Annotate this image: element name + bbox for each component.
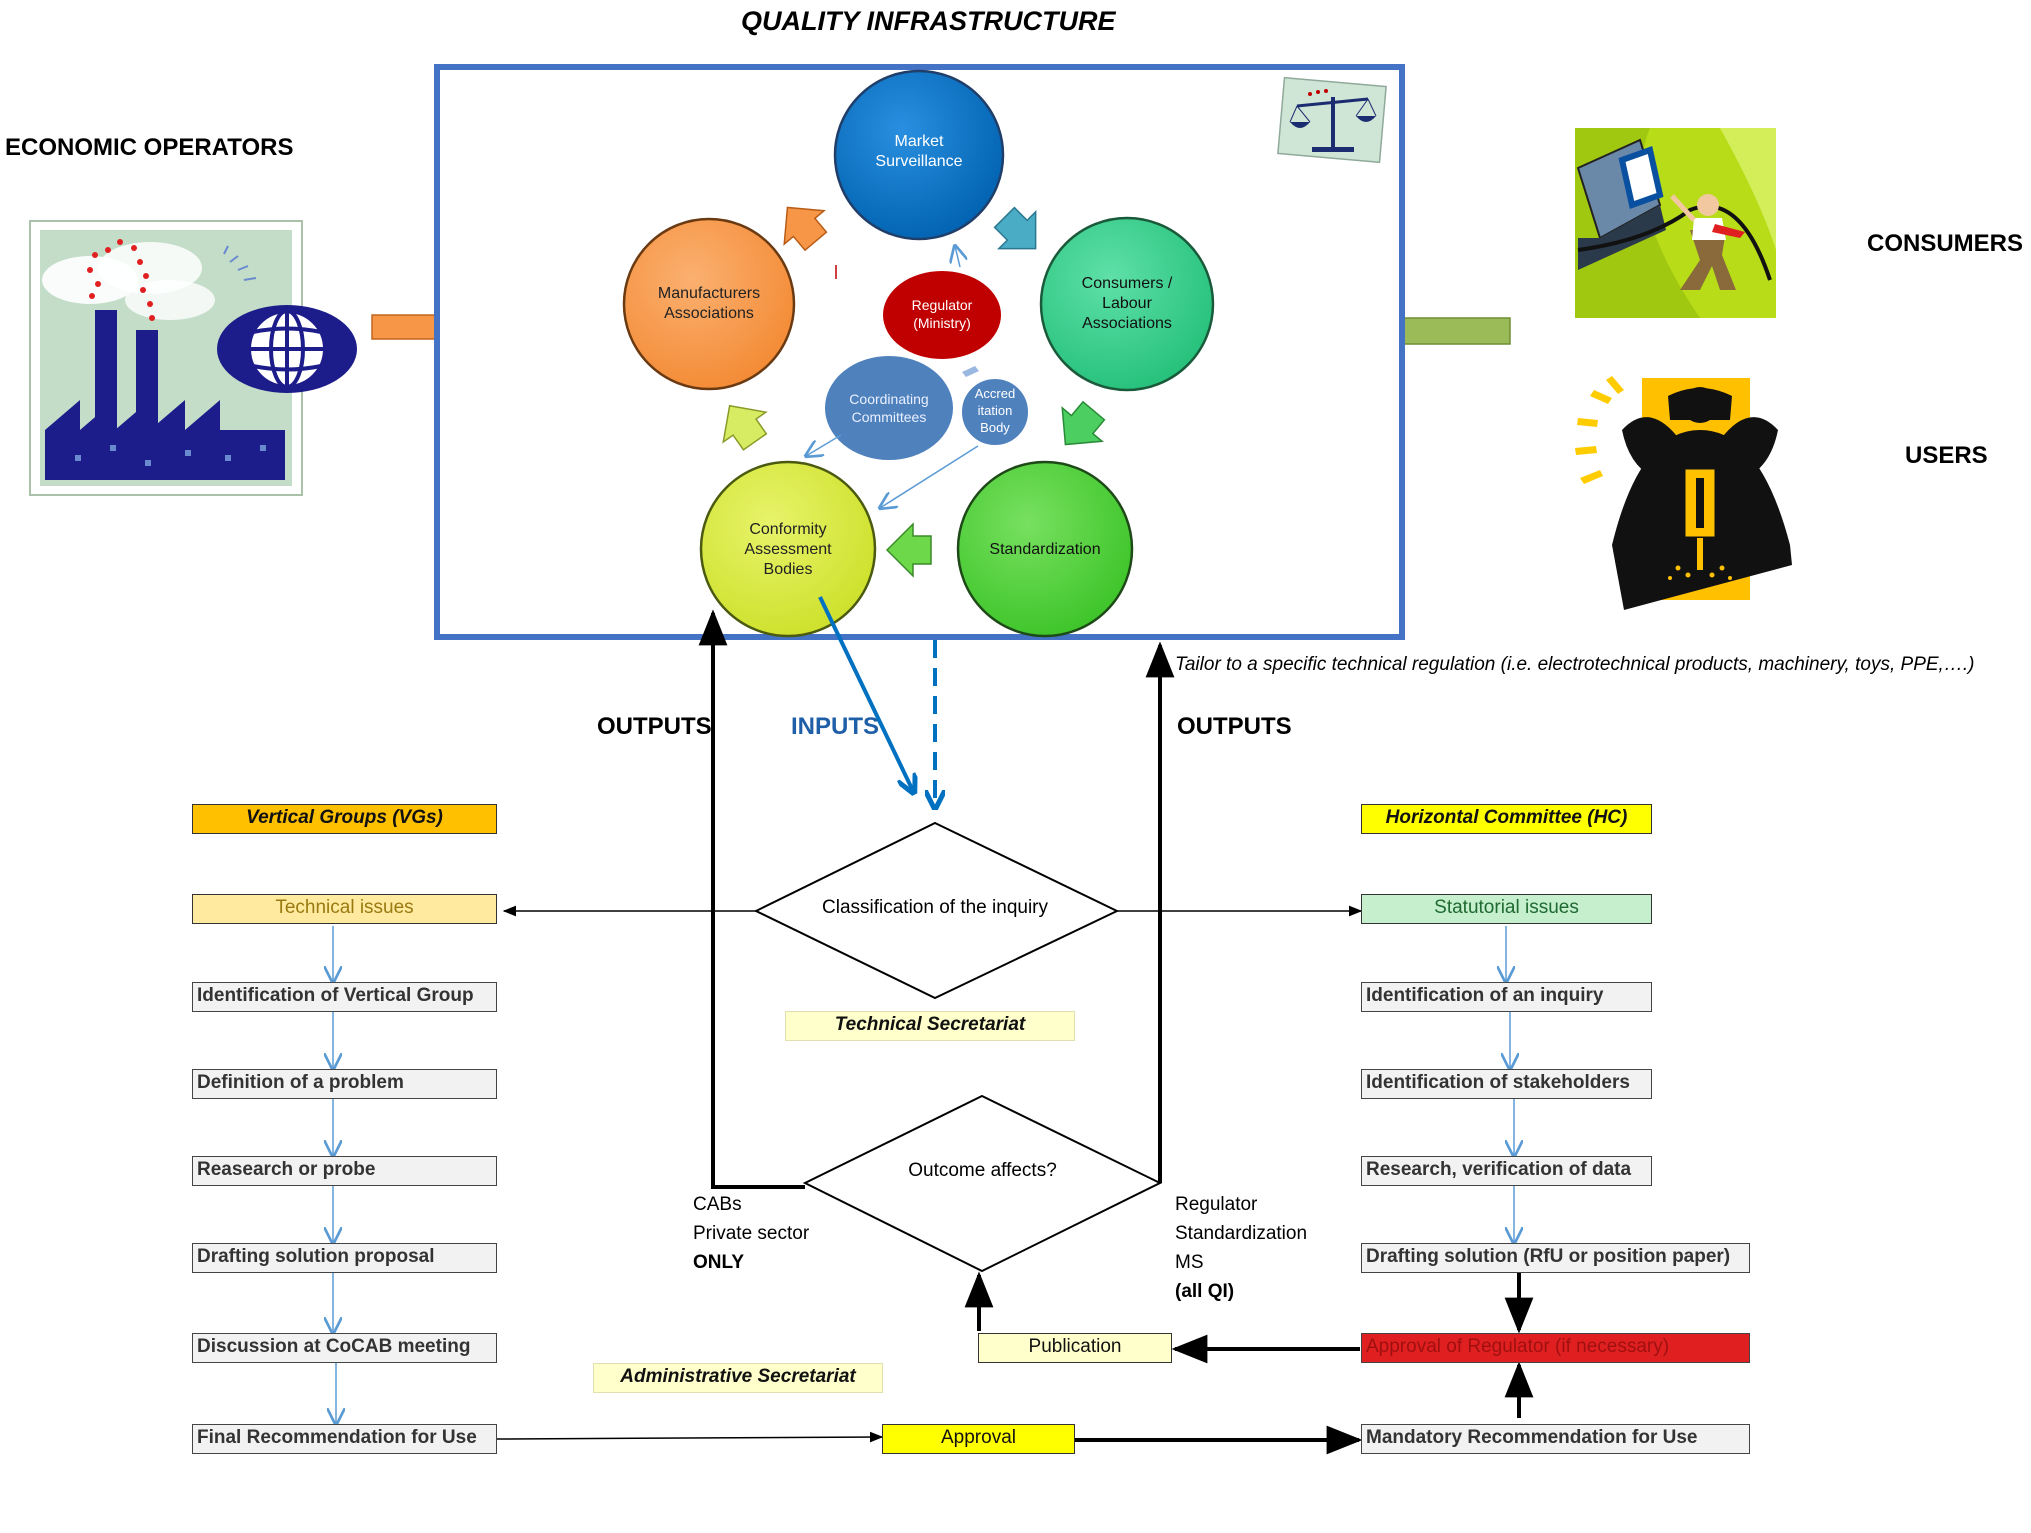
vg-step-1: Identification of Vertical Group — [192, 982, 497, 1012]
regulator-circle — [881, 269, 1003, 361]
consumers-label: CONSUMERS — [1867, 230, 2024, 257]
economic-operators-label: ECONOMIC OPERATORS — [5, 134, 294, 161]
mandatory-recommendation-box: Mandatory Recommendation for Use — [1361, 1424, 1750, 1454]
page-title: QUALITY INFRASTRUCTURE — [741, 6, 1116, 36]
consumer-computer-icon — [1575, 128, 1776, 318]
vg-step-6: Final Recommendation for Use — [192, 1424, 497, 1454]
coordinating-circle — [823, 354, 955, 462]
factory-globe-icon — [29, 220, 357, 496]
inputs-label: INPUTS — [791, 713, 880, 740]
users-label: USERS — [1905, 442, 1988, 469]
outputs-left-arrow — [698, 609, 805, 1189]
hc-header: Horizontal Committee (HC) — [1361, 804, 1652, 834]
vg-step-4: Drafting solution proposal — [192, 1243, 497, 1273]
vg-step-arrows — [333, 926, 336, 1424]
hc-step-3: Research, verification of data — [1361, 1156, 1652, 1186]
technical-secretariat: Technical Secretariat — [785, 1011, 1075, 1041]
conformity-circle — [699, 460, 877, 638]
hc-step-arrows — [1506, 926, 1514, 1243]
cycle-arrow-man-to-ms — [783, 206, 828, 252]
regulator-label: Regulator(Ministry) — [911, 297, 973, 331]
vg-header: Vertical Groups (VGs) — [192, 804, 497, 834]
statutorial-issues-box: Statutorial issues — [1361, 894, 1652, 924]
technical-issues-box: Technical issues — [192, 894, 497, 924]
vg-step-5: Discussion at CoCAB meeting — [192, 1333, 497, 1363]
accreditation-circle — [960, 377, 1030, 447]
publication-box: Publication — [978, 1333, 1172, 1363]
cycle-arrow-cab-to-man — [722, 404, 768, 451]
scales-icon — [1277, 76, 1387, 164]
hc-step-4: Drafting solution (RfU or position paper… — [1361, 1243, 1750, 1273]
consumers-labour-circle — [1039, 216, 1215, 392]
inputs-arrow — [818, 596, 913, 791]
vg-step-2: Definition of a problem — [192, 1069, 497, 1099]
cycle-arrow-std-to-cab — [885, 522, 932, 578]
user-jackhammer-icon — [1575, 376, 1792, 610]
standardization-label: Standardization — [989, 541, 1101, 558]
manufacturers-circle — [622, 217, 796, 391]
administrative-secretariat: Administrative Secretariat — [593, 1363, 883, 1393]
outputs-right-label: OUTPUTS — [1177, 713, 1292, 740]
cycle-arrow-con-to-std — [1061, 400, 1106, 446]
vg-step-3: Reasearch or probe — [192, 1156, 497, 1186]
approval-regulator-box: Approval of Regulator (if necessary) — [1361, 1333, 1750, 1363]
regulator-to-accreditation-arrow — [962, 366, 979, 377]
market-surveillance-circle — [833, 69, 1005, 241]
cycle-arrow-ms-to-con — [993, 206, 1037, 250]
approval-box: Approval — [882, 1424, 1075, 1454]
standardization-circle — [956, 460, 1134, 638]
outcome-label: Outcome affects? — [908, 1160, 1057, 1181]
hc-step-2: Identification of stakeholders — [1361, 1069, 1652, 1099]
outputs-left-label: OUTPUTS — [597, 713, 712, 740]
outcome-diamond — [802, 1094, 1163, 1273]
classification-diamond — [753, 821, 1120, 1000]
tailor-note: Tailor to a specific technical regulatio… — [1175, 654, 1975, 675]
classification-label: Classification of the inquiry — [822, 897, 1048, 918]
hc-step-1: Identification of an inquiry — [1361, 982, 1652, 1012]
